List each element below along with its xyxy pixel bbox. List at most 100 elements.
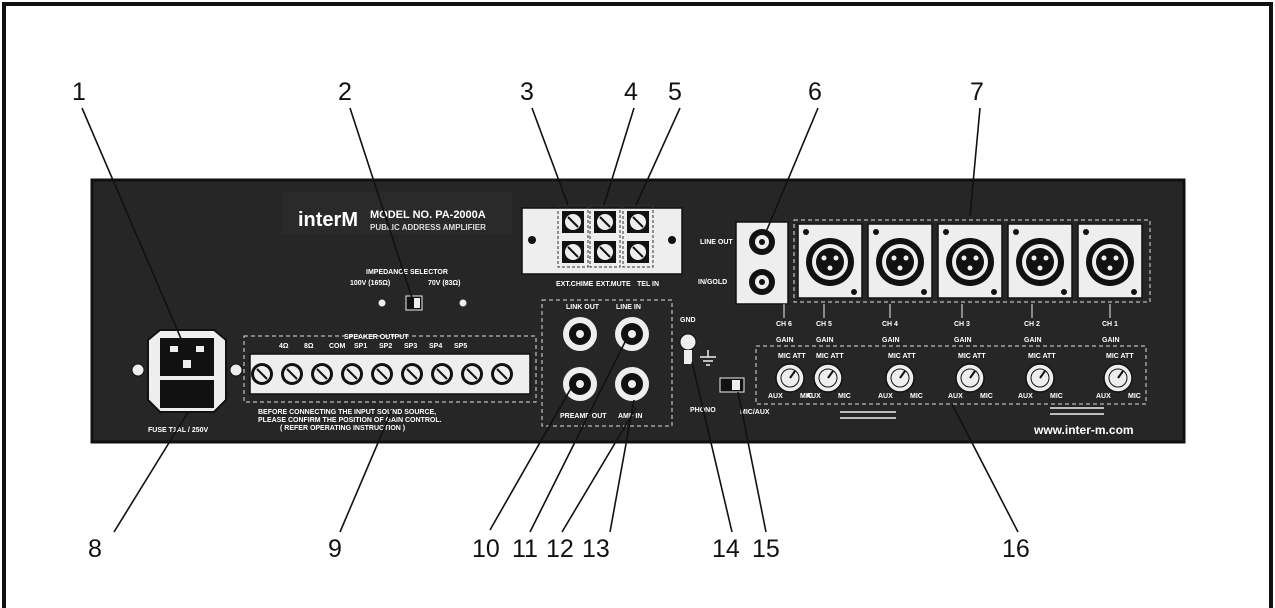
knob-mic-label: MIC [800,393,813,400]
tel-in-label: TEL IN [637,281,659,288]
channel-gain-label: GAIN [816,337,834,344]
svg-text:COM: COM [329,343,346,350]
mic-att-label: MIC ATT [816,353,844,360]
knob-mic-label: MIC [980,393,993,400]
link-out-jack[interactable] [563,317,597,351]
gain-knob[interactable]: MIC ATT AUX MIC [948,353,993,400]
speaker-terminal-screw[interactable] [251,363,273,385]
mic-att-label: MIC ATT [1106,353,1134,360]
callout-14: 14 [712,535,740,563]
gnd-label: GND [680,317,696,324]
control-terminal-screw[interactable] [562,211,584,233]
callout-numbers: 1 2 3 4 5 6 7 8 9 10 11 12 13 14 15 16 [72,78,1030,563]
control-terminal-screw[interactable] [627,211,649,233]
callout-10: 10 [472,535,500,563]
speaker-terminal-screw[interactable] [371,363,393,385]
callout-12: 12 [546,535,574,563]
callout-leaders [81,107,1019,533]
brand-plate [282,192,512,234]
control-terminal-screws[interactable] [562,211,649,263]
gnd-terminal[interactable] [679,333,697,364]
knob-mic-label: MIC [910,393,923,400]
knob-aux-label: AUX [948,393,963,400]
channel-gain-label: GAIN [1102,337,1120,344]
channel-gain-label: GAIN [882,337,900,344]
speaker-warning-1: BEFORE CONNECTING THE INPUT SOUND SOURCE… [258,409,436,416]
amp-in-jack[interactable] [615,367,649,401]
svg-text:SP1: SP1 [354,343,367,350]
speaker-terminal-screw[interactable] [461,363,483,385]
speaker-terminal-labels: 4Ω 8Ω COM SP1 SP2 SP3 SP4 SP5 [279,343,467,350]
callout-2: 2 [338,78,352,106]
svg-text:4Ω: 4Ω [279,343,289,350]
xlr-input-jack[interactable] [937,223,1003,299]
svg-text:8Ω: 8Ω [304,343,314,350]
callout-7: 7 [970,78,984,106]
channel-gain-label: GAIN [954,337,972,344]
xlr-inputs [797,223,1143,299]
preamp-out-jack[interactable] [563,367,597,401]
ext-chime-label: EXT.CHIME [556,281,594,288]
power-inlet[interactable] [131,329,243,413]
speaker-terminal-screws[interactable] [251,363,513,385]
svg-text:SP5: SP5 [454,343,467,350]
speaker-terminal-screw[interactable] [341,363,363,385]
xlr-input-jack[interactable] [867,223,933,299]
line-in-jack[interactable] [615,317,649,351]
channel-name: CH 4 [882,321,898,328]
speaker-terminal-screw[interactable] [491,363,513,385]
channel-name: CH 3 [954,321,970,328]
preamp-out-label: PREAMP OUT [560,413,607,420]
control-terminal-screw[interactable] [594,241,616,263]
callout-11: 11 [512,535,538,563]
svg-text:SP3: SP3 [404,343,417,350]
control-terminal-screw[interactable] [594,211,616,233]
mic-aux-label: MIC/AUX [740,409,770,416]
control-terminal-screw[interactable] [562,241,584,263]
mic-att-label: MIC ATT [958,353,986,360]
mic-att-label: MIC ATT [888,353,916,360]
xlr-input-jack[interactable] [797,223,863,299]
knob-aux-label: AUX [768,393,783,400]
model-number: MODEL NO. PA-2000A [370,209,486,221]
svg-text:SP4: SP4 [429,343,442,350]
channel-name: CH 2 [1024,321,1040,328]
ground-symbol-icon [700,350,716,366]
control-terminal-screw[interactable] [627,241,649,263]
speaker-terminal-screw[interactable] [431,363,453,385]
callout-4: 4 [624,78,638,106]
speaker-terminal-screw[interactable] [401,363,423,385]
svg-text:SP2: SP2 [379,343,392,350]
speaker-output-outline [243,335,537,403]
channel-gain-label: GAIN [1024,337,1042,344]
gain-knob[interactable]: MIC ATT AUX MIC [878,353,923,400]
impedance-screw-right [459,299,467,307]
speaker-warning-3: ( REFER OPERATING INSTRUCTION ) [280,425,405,432]
callout-13: 13 [582,535,610,563]
ext-mute-label: EXT.MUTE [596,281,631,288]
speaker-terminal-screw[interactable] [311,363,333,385]
impedance-title: IMPEDANCE SELECTOR [366,269,448,276]
channel-gain-label: GAIN [776,337,794,344]
website-url: www.inter-m.com [1033,423,1134,437]
impedance-screw-left [378,299,386,307]
knob-mic-label: MIC [1050,393,1063,400]
xlr-input-jack[interactable] [1077,223,1143,299]
knob-aux-label: AUX [878,393,893,400]
in-gold-jack[interactable] [749,269,775,295]
xlr-input-jack[interactable] [1007,223,1073,299]
speaker-terminal-screw[interactable] [281,363,303,385]
speaker-output-title: SPEAKER OUTPUT [344,334,409,341]
line-out-jack[interactable] [749,229,775,255]
callout-5: 5 [668,78,682,106]
knob-aux-label: AUX [1096,393,1111,400]
channel-name: CH 1 [1102,321,1118,328]
model-subtitle: PUBLIC ADDRESS AMPLIFIER [370,223,486,232]
knob-aux-label: AUX [806,393,821,400]
channel-name: CH 5 [816,321,832,328]
